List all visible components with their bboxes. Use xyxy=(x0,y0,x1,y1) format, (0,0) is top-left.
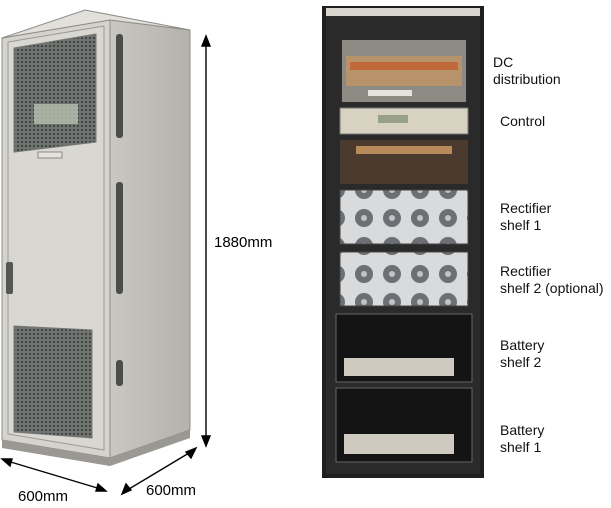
label-rectifier-shelf-1: Rectifier shelf 1 xyxy=(500,200,552,233)
depth-dimension-label: 600mm xyxy=(146,482,197,499)
label-rectifier-shelf-2: Rectifier shelf 2 (optional) xyxy=(500,263,604,296)
label-battery-shelf-1: Battery shelf 1 xyxy=(500,422,545,455)
height-dimension-label: 1880mm xyxy=(214,234,273,251)
label-control: Control xyxy=(500,113,546,129)
label-battery-shelf-2: Battery shelf 2 xyxy=(500,337,545,370)
open-rack-image xyxy=(322,6,484,478)
label-dc-distribution: DC distribution xyxy=(493,54,561,87)
closed-cabinet-image xyxy=(1,9,191,466)
width-dimension-label: 600mm xyxy=(18,488,69,505)
